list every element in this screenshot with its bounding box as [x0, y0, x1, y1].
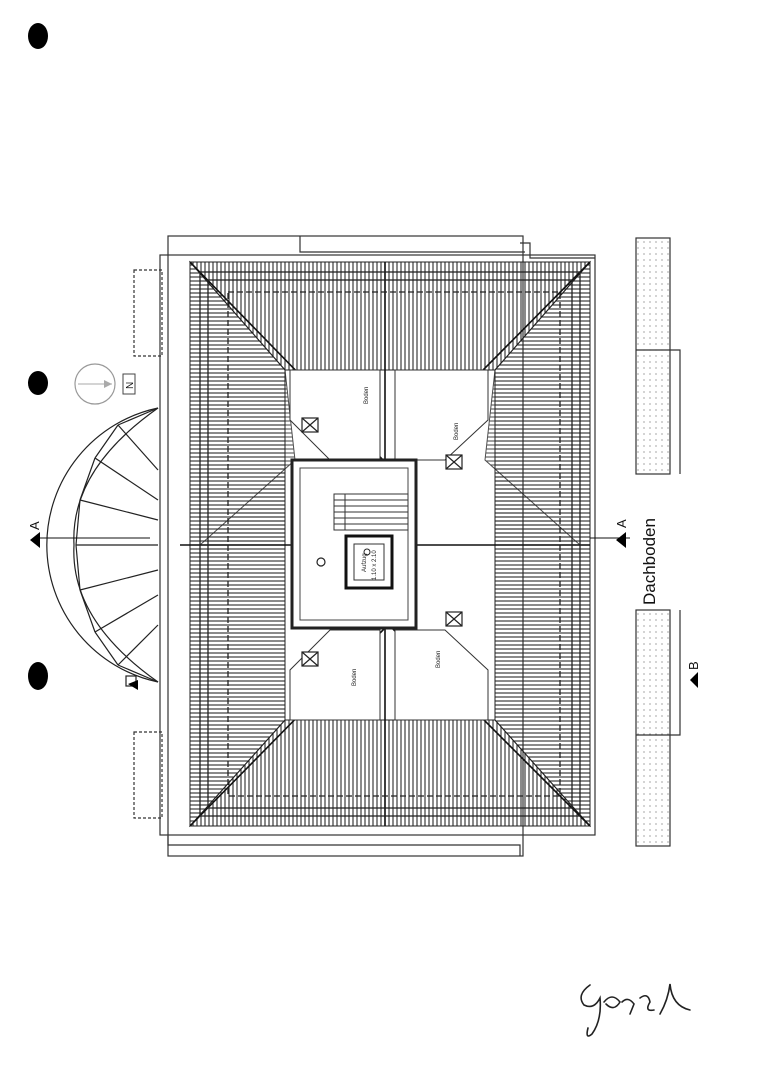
lift-label: Aufzug [362, 553, 368, 572]
roof-hatch-icon [301, 417, 463, 667]
attic-room-labels: Boden Boden Boden Boden [352, 387, 460, 686]
section-a-right: A [614, 519, 629, 528]
room-label: Dachboden [640, 518, 659, 605]
stair-treads [333, 493, 409, 531]
lift-size: 1.10 x 2.10 [372, 550, 378, 580]
signature [580, 983, 691, 1037]
north-arrow-icon [74, 363, 136, 405]
section-marker-icon [30, 532, 698, 690]
bay-window [46, 407, 159, 687]
punch-holes [28, 23, 48, 690]
attic-label-1: Boden [364, 387, 370, 404]
side-extensions [635, 237, 681, 847]
lift-shaft: Aufzug 1.10 x 2.10 [344, 534, 394, 590]
attic-label-3: Boden [352, 669, 358, 686]
attic-label-2: Boden [454, 423, 460, 440]
roof-planes [188, 260, 592, 828]
north-letter: N [125, 382, 136, 389]
stair-core: Aufzug 1.10 x 2.10 [290, 458, 418, 630]
section-a-left: A [27, 521, 42, 530]
section-b: B [686, 661, 701, 670]
attic-rooms [289, 369, 489, 721]
attic-label-4: Boden [436, 651, 442, 668]
perimeter-walls [199, 271, 581, 817]
smoke-vent-icon [316, 557, 326, 567]
